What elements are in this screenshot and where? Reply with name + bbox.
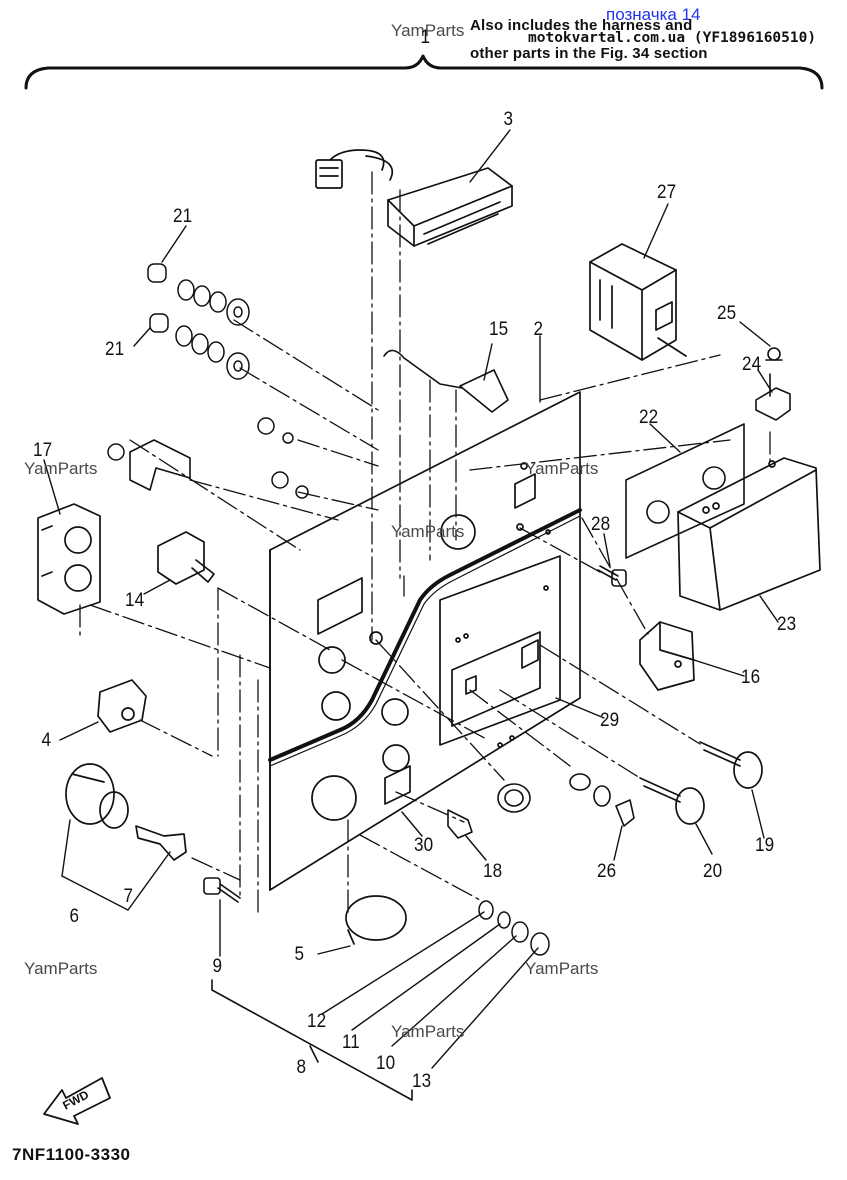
watermark: YamParts [391,21,465,40]
part-label-4: 4 [41,730,52,751]
part-label-29: 29 [600,710,620,731]
cover-box [677,457,821,611]
display-housing [315,149,513,247]
small-hardware [447,773,635,839]
fwd-arrow [43,1077,111,1125]
part-label-7: 7 [123,886,134,907]
indicator-lamp [97,679,147,733]
bushing-set-upper [147,263,250,326]
ignition-key [135,825,187,861]
part-label-8: 8 [296,1057,307,1078]
part-label-23: 23 [777,614,797,635]
part-label-27: 27 [657,182,677,203]
harness-note-line2: other parts in the Fig. 34 section [470,45,708,62]
part-label-22: 22 [639,407,659,428]
control-module [589,243,687,361]
gasket-sheet [625,423,745,559]
main-panel [268,391,582,891]
watermark: YamParts [391,522,465,541]
part-label-5: 5 [294,944,305,965]
group-bracket-8 [211,979,413,1101]
part-label-13: 13 [412,1071,432,1092]
diagram-reference-label: позначка 14 [606,5,701,24]
main-switch [65,763,129,829]
part-label-21: 21 [173,206,193,227]
outlet-pair [37,503,101,615]
part-label-21: 21 [105,339,125,360]
diagram-code: 7NF1100-3330 [12,1145,131,1164]
knob-19 [699,741,763,789]
bracket [755,347,791,421]
part-label-16: 16 [741,667,761,688]
part-label-20: 20 [703,861,723,882]
part-label-11: 11 [341,1032,360,1053]
washer-stack [478,900,550,956]
part-label-30: 30 [414,835,434,856]
part-label-10: 10 [376,1053,396,1074]
part-label-1: 1 [420,27,431,48]
site-reference-text: motokvartal.com.ua (YF1896160510) [528,30,817,46]
watermark: YamParts [24,459,98,478]
part-label-26: 26 [597,861,617,882]
part-label-3: 3 [503,109,514,130]
part-label-18: 18 [483,861,503,882]
switch-cap [639,621,695,691]
lamp-socket [383,349,509,413]
part-label-17: 17 [33,440,53,461]
leader-lines [79,171,771,913]
top-brace [24,54,824,90]
harness-note-line1: Also includes the harness and [470,17,693,34]
bushing-set-lower [149,313,250,380]
knob-20 [639,777,705,825]
toggle-switch [157,531,215,585]
part-label-9: 9 [212,956,223,977]
screw-28 [597,565,627,587]
nuts-washers [107,417,309,499]
part-label-6: 6 [69,906,80,927]
part-label-25: 25 [717,303,737,324]
part-label-24: 24 [742,354,762,375]
part-label-15: 15 [489,319,509,340]
part-label-12: 12 [307,1011,327,1032]
watermark: YamParts [391,1022,465,1041]
part-label-19: 19 [755,835,775,856]
callout-lines [43,129,779,1069]
hole-cap [345,895,407,945]
watermark: YamParts [24,959,98,978]
part-label-2: 2 [533,319,544,340]
mount-bracket [129,439,191,491]
watermark: YamParts [525,959,599,978]
part-label-28: 28 [591,514,611,535]
bolt-9 [203,877,241,903]
part-label-14: 14 [125,590,145,611]
watermark: YamParts [525,459,599,478]
